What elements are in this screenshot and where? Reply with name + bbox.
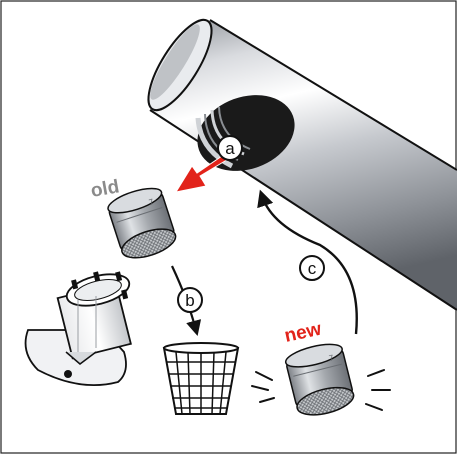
step-c-marker: c	[300, 256, 324, 280]
step-b-label: b	[185, 291, 194, 310]
step-a-label: a	[225, 139, 235, 158]
step-a-marker: a	[218, 136, 242, 160]
step-b-marker: b	[178, 288, 202, 312]
waste-basket	[164, 343, 238, 414]
step-c-label: c	[308, 259, 317, 278]
